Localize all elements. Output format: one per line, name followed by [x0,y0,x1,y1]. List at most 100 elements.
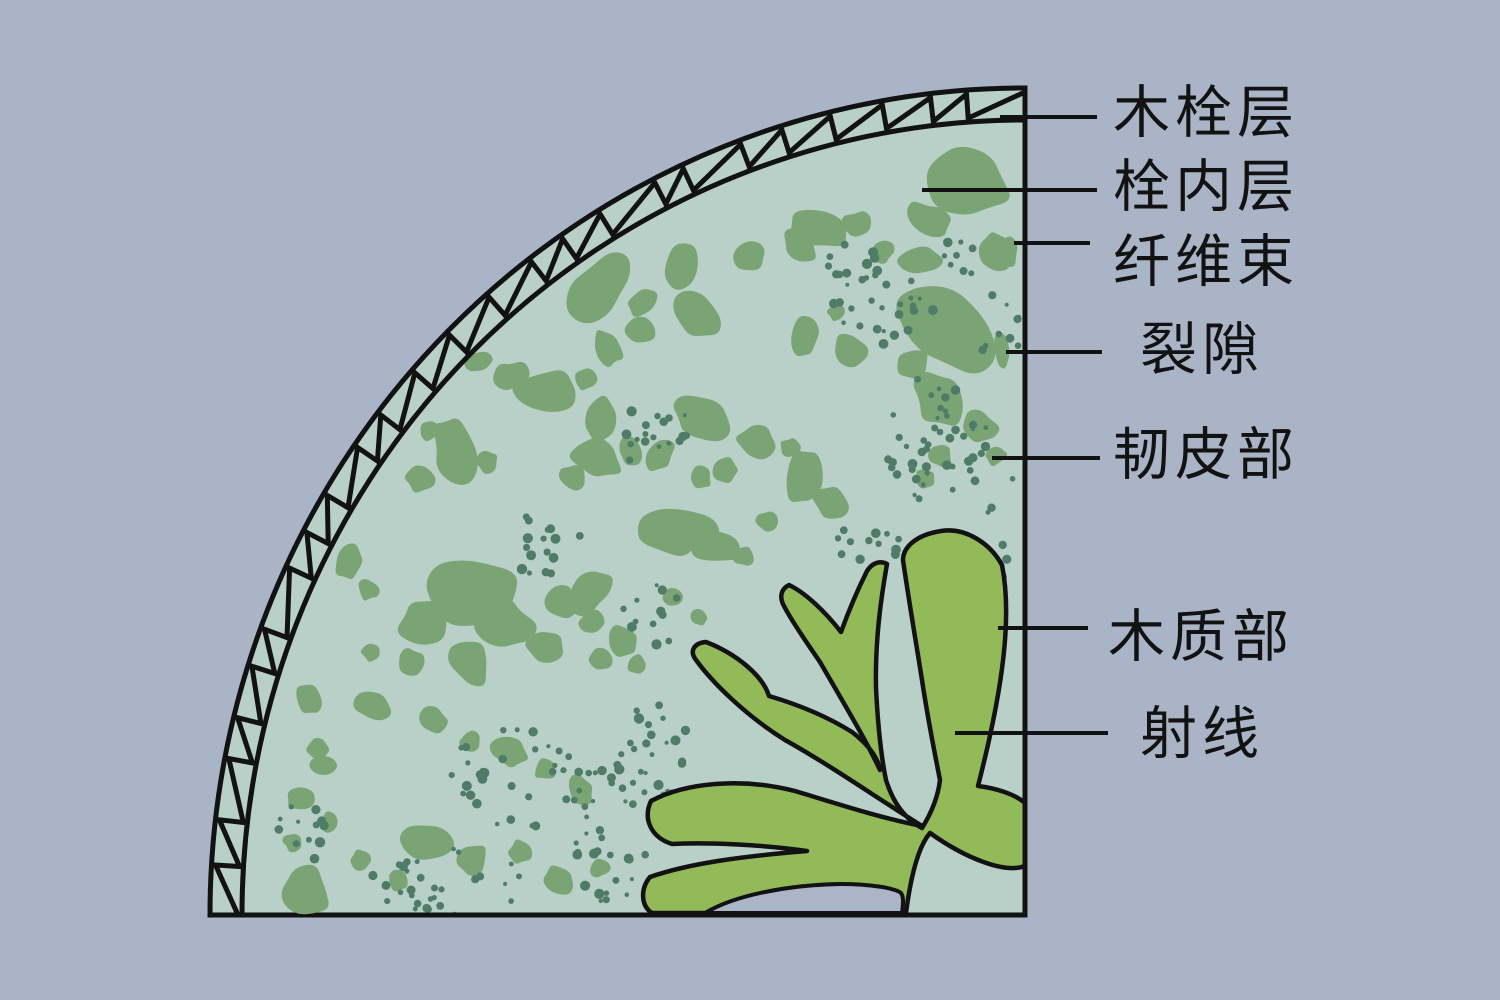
cambium-dot [995,330,1003,338]
cambium-dot [507,782,516,790]
cambium-dot [461,780,472,791]
cambium-dot [292,840,300,848]
cambium-dot [928,392,935,399]
phloem-blob [907,201,951,238]
cambium-dot [508,861,514,867]
cambium-dot [526,570,533,576]
cambium-dot [565,753,573,761]
cambium-dot [920,437,927,444]
cambium-dot [498,754,508,764]
cambium-dot [848,305,855,312]
phloem-cell-blobs [282,146,1018,895]
cambium-dot [431,884,438,892]
cambium-dot [584,831,589,836]
label-cork-layer: 木栓层 [1113,80,1299,146]
phloem-blob [566,252,631,324]
cambium-dot [944,413,950,419]
cambium-dot [541,568,550,577]
cambium-dot [680,725,691,736]
phloem-blob [525,632,563,663]
phloem-blob-overlapping-border [281,864,329,915]
cambium-dot [451,846,456,852]
cambium-dot [412,906,418,912]
cambium-dot [472,798,482,809]
cambium-dot [987,503,996,512]
cambium-dot [274,825,284,834]
cambium-dot [654,412,661,420]
phloem-blob [690,608,708,626]
phloem-blob [475,450,498,474]
cambium-dot [633,713,645,724]
phloem-blob [645,439,675,472]
cambium-dot [968,244,977,253]
cambium-dot [506,815,516,824]
cambium-dot [650,434,657,441]
phloem-blob [474,596,537,647]
cambium-dot [861,258,873,269]
cambium-dot [897,301,904,308]
cambium-dot [552,762,558,769]
cambium-dot [644,721,653,729]
cambium-dot [595,826,605,835]
cambium-dot [543,548,551,556]
label-xylem: 木质部 [1108,604,1294,670]
phloem-blob [786,450,823,502]
cambium-dot [909,302,917,310]
cambium-dot [660,715,666,721]
cambium-dot [878,339,889,349]
cambium-dot [627,739,634,747]
cambium-dot [970,476,980,486]
cambium-dot [585,769,592,777]
cambium-dot [890,550,900,559]
cambium-dot [406,885,416,895]
cambium-dot [532,746,539,753]
cambium-dot [824,262,833,270]
phloem-blob [335,543,363,580]
cambium-dot [436,902,445,910]
cambium-dot [678,757,687,766]
phloem-blob [575,368,598,391]
cambium-dot [884,530,890,537]
cambium-dot [612,876,620,884]
phloem-blob [755,511,779,532]
phloem-blob [558,465,585,491]
cambium-dot [977,449,985,458]
cambium-dot [618,784,627,792]
cambium-dot [656,444,662,449]
cambium-dot [980,441,991,452]
cambium-dot [522,513,530,521]
cambium-dot [572,849,583,860]
cambium-dot [872,324,882,334]
cambium-dot [871,528,881,538]
cambium-dot [460,790,467,797]
phloem-blob [897,350,928,379]
cambium-dot [590,798,596,804]
cambium-dot [937,404,944,412]
phloem-blob [282,834,302,853]
cambium-dot [540,535,547,542]
phloem-blob [389,869,408,892]
cambium-dot [912,307,919,315]
cambium-dot [319,820,329,831]
cambium-dot [593,847,602,856]
phloem-blob [627,289,658,317]
cambium-dot [670,735,681,746]
cambium-dot [288,804,294,810]
cambium-dot [494,821,500,827]
cambium-dot [998,540,1007,550]
phloem-blob [456,845,486,876]
cambium-dot [653,779,664,791]
cambium-dot [618,751,625,758]
phloem-blob [791,315,819,357]
cambium-dot [580,880,591,891]
cambium-dot [868,247,878,258]
cambium-dot [597,765,607,776]
phloem-blob [399,648,425,676]
cambium-dot [503,881,508,887]
phloem-blob [627,654,646,674]
cambium-dot [570,796,578,804]
cambium-dot [516,873,522,880]
phloem-blob [433,418,478,485]
cambium-dot [531,821,541,831]
phloem-blob [543,865,574,895]
